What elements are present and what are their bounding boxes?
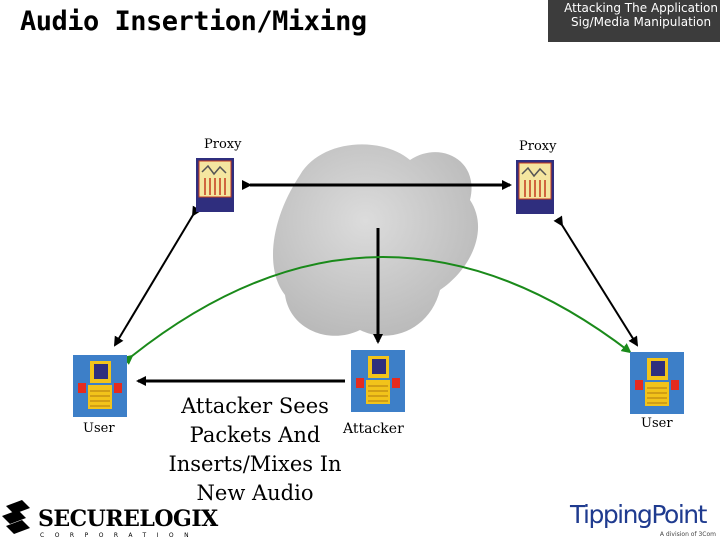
media-path-arc (122, 256, 632, 365)
caption-line-2: Packets And (189, 423, 321, 447)
network-cloud (273, 144, 479, 336)
user-right-computer-icon (630, 352, 684, 414)
caption-line-4: New Audio (196, 481, 314, 505)
proxy-right-label: Proxy (519, 139, 557, 154)
svg-text:SECURELOGIX: SECURELOGIX (38, 506, 219, 532)
banner-line-1: Attacking The Application (564, 1, 718, 15)
banner-text: Attacking The Application Sig/Media Mani… (564, 1, 718, 29)
securelogix-emblem: SECURELOGIX CORPORATION (2, 500, 220, 539)
user-left-computer-icon (73, 355, 127, 417)
header-banner: Attacking The Application Sig/Media Mani… (548, 0, 720, 42)
tippingpoint-wordmark: TippingPoint (570, 500, 707, 529)
svg-text:CORPORATION: CORPORATION (40, 532, 199, 539)
banner-line-2: Sig/Media Manipulation (571, 15, 712, 29)
proxy-left-icon (196, 158, 234, 212)
slide-title: Audio Insertion/Mixing (20, 6, 367, 37)
user-left-label: User (83, 421, 115, 436)
attacker-label: Attacker (343, 421, 404, 437)
proxy-left-label: Proxy (204, 137, 242, 152)
securelogix-logo: SECURELOGIX CORPORATION (0, 498, 230, 540)
tippingpoint-tagline: A division of 3Com (659, 531, 716, 538)
caption-line-1: Attacker Sees (181, 394, 329, 418)
user-right-label: User (641, 416, 673, 431)
attack-caption: Attacker Sees Packets And Inserts/Mixes … (165, 392, 345, 508)
caption-line-3: Inserts/Mixes In (168, 452, 342, 476)
proxy-right-icon (516, 160, 554, 214)
proxy-to-user-right-arrow (553, 215, 639, 347)
tippingpoint-logo: TippingPoint A division of 3Com (565, 500, 720, 540)
attacker-computer-icon (351, 350, 405, 412)
proxy-to-user-left-arrow (113, 205, 202, 347)
